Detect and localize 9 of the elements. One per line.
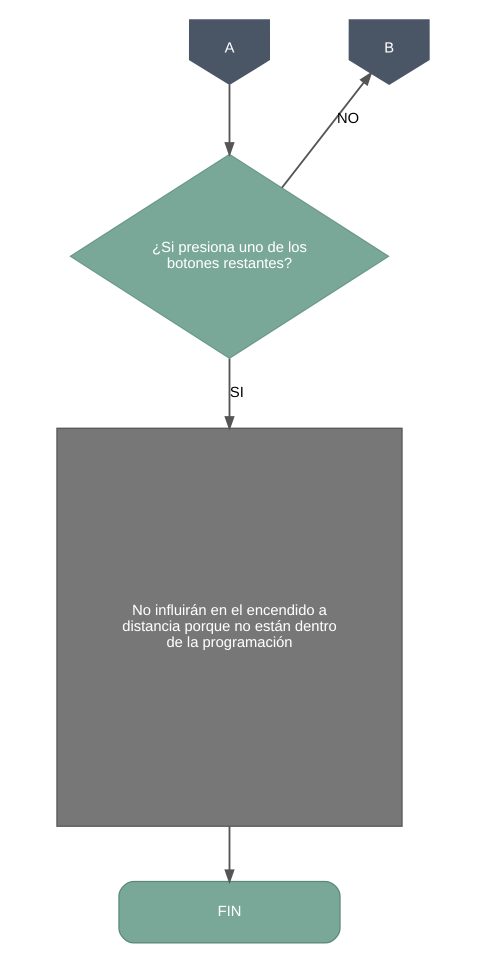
arrow bbox=[281, 71, 373, 188]
node-box: FIN bbox=[118, 880, 341, 944]
edge-label: SI bbox=[230, 385, 244, 402]
arrow bbox=[224, 84, 235, 157]
arrow bbox=[224, 358, 235, 431]
node-diamond: ¿Si presiona uno de los botones restantes? bbox=[69, 154, 390, 359]
edge-label: NO bbox=[336, 111, 360, 128]
node-box: No influirán en el encendido a distancia porque no están dentro de la programación bbox=[56, 428, 403, 827]
arrow bbox=[224, 826, 235, 884]
